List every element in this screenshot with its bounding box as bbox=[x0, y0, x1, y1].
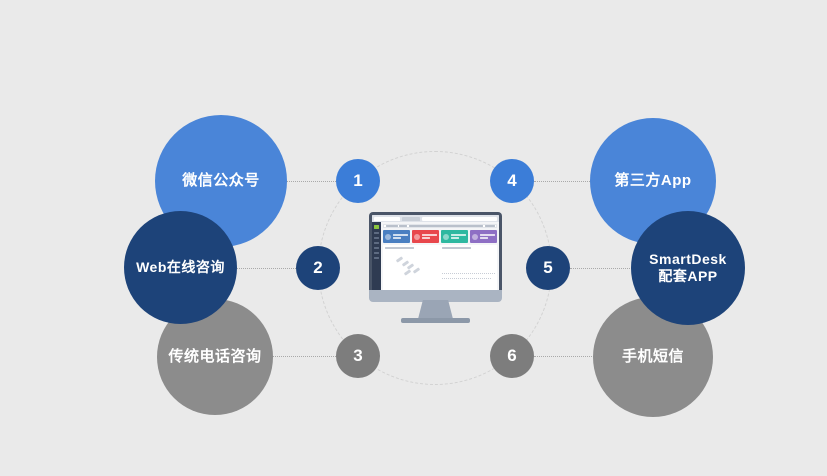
channel-node-1[interactable]: 1 bbox=[336, 159, 380, 203]
channel-label-2: Web在线咨询 bbox=[136, 258, 225, 275]
sidebar-icon-5 bbox=[374, 251, 379, 254]
monitor-base bbox=[401, 318, 470, 323]
browser-tab-inactive bbox=[402, 216, 420, 221]
connector-6 bbox=[534, 356, 610, 357]
channel-label-5-line2: 配套APP bbox=[658, 268, 718, 284]
kpi-card bbox=[441, 230, 468, 243]
sidebar-icon-6 bbox=[374, 256, 379, 259]
panel-dotted-lines bbox=[441, 273, 495, 283]
channel-label-3: 传统电话咨询 bbox=[168, 347, 262, 365]
channel-node-6[interactable]: 6 bbox=[490, 334, 534, 378]
chart-panel-right bbox=[441, 247, 495, 289]
channel-number-5: 5 bbox=[543, 258, 553, 277]
funnel-graphic bbox=[395, 256, 427, 277]
kpi-card bbox=[470, 230, 497, 243]
channel-number-2: 2 bbox=[313, 258, 323, 277]
toolbar-item-3 bbox=[408, 225, 483, 227]
sidebar-icon-4 bbox=[374, 246, 379, 249]
app-body bbox=[372, 222, 499, 293]
sidebar-icon-1 bbox=[374, 231, 379, 234]
connector-3 bbox=[262, 356, 336, 357]
toolbar-item-1 bbox=[385, 225, 398, 227]
sidebar-icon-2 bbox=[374, 236, 379, 239]
panel-title bbox=[441, 247, 471, 249]
app-sidebar bbox=[372, 222, 381, 293]
chart-panel-left bbox=[385, 247, 439, 289]
channel-node-2[interactable]: 2 bbox=[296, 246, 340, 290]
monitor-chin bbox=[369, 290, 502, 302]
channel-node-4[interactable]: 4 bbox=[490, 159, 534, 203]
kpi-text bbox=[421, 234, 440, 239]
channel-number-1: 1 bbox=[353, 171, 363, 190]
connector-5 bbox=[570, 268, 638, 269]
channel-node-5[interactable]: 5 bbox=[526, 246, 570, 290]
kpi-icon bbox=[414, 233, 420, 240]
kpi-text bbox=[450, 234, 469, 239]
kpi-card bbox=[412, 230, 439, 243]
kpi-card bbox=[383, 230, 410, 243]
channel-label-1: 微信公众号 bbox=[182, 171, 260, 189]
browser-tabbar bbox=[372, 215, 499, 222]
channel-number-6: 6 bbox=[507, 346, 517, 365]
kpi-text bbox=[479, 234, 498, 239]
connector-2 bbox=[228, 268, 296, 269]
channel-label-6: 手机短信 bbox=[621, 347, 684, 365]
browser-address-bar bbox=[422, 216, 497, 221]
channel-number-4: 4 bbox=[507, 171, 517, 190]
kpi-icon bbox=[443, 233, 449, 240]
channel-bubble-5[interactable]: SmartDesk 配套APP bbox=[631, 211, 745, 325]
panel-title bbox=[385, 247, 415, 249]
channel-label-5-line1: SmartDesk bbox=[649, 250, 727, 267]
monitor-neck bbox=[418, 300, 453, 319]
channel-label-4: 第三方App bbox=[614, 171, 692, 189]
sidebar-icon-3 bbox=[374, 241, 379, 244]
app-toolbar bbox=[383, 224, 497, 228]
kpi-icon bbox=[385, 233, 391, 240]
toolbar-item-4 bbox=[484, 225, 495, 227]
connector-4 bbox=[534, 181, 610, 182]
kpi-icon bbox=[472, 233, 478, 240]
monitor-bezel bbox=[369, 212, 502, 300]
kpi-text bbox=[392, 234, 411, 239]
desktop-monitor-illustration bbox=[369, 212, 502, 324]
browser-tab-active bbox=[374, 216, 400, 221]
connector-1 bbox=[262, 181, 336, 182]
channel-number-3: 3 bbox=[353, 346, 363, 365]
monitor-screen bbox=[372, 215, 499, 293]
app-logo-icon bbox=[374, 225, 379, 229]
toolbar-item-2 bbox=[399, 225, 407, 227]
channel-node-3[interactable]: 3 bbox=[336, 334, 380, 378]
kpi-card-row bbox=[383, 230, 497, 243]
channel-bubble-2[interactable]: Web在线咨询 bbox=[124, 211, 237, 324]
app-main bbox=[381, 222, 499, 293]
channel-label-5: SmartDesk 配套APP bbox=[643, 251, 733, 286]
chart-panel-row bbox=[383, 245, 497, 291]
